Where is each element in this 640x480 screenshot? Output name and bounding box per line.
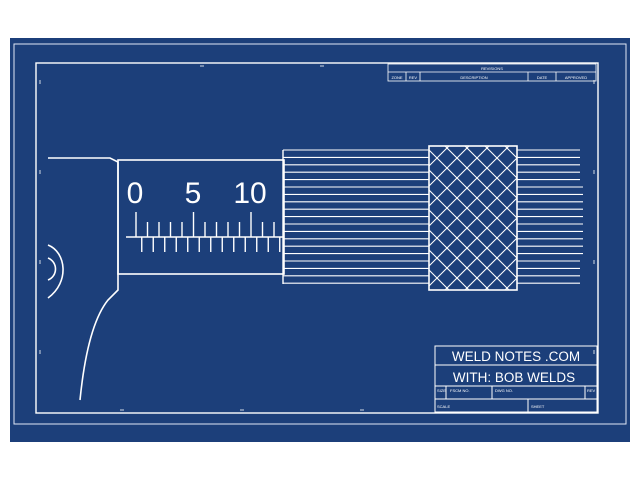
revision-col-zone: ZONE <box>391 75 402 80</box>
revision-col-rev: REV <box>409 75 418 80</box>
knurl-diagonal <box>429 146 490 207</box>
title-block <box>434 345 598 413</box>
knurl-diagonal <box>429 157 517 247</box>
sleeve-number-5: 5 <box>185 177 202 210</box>
title-scale-label: SCALE <box>437 404 450 409</box>
knurl-diagonal <box>464 237 517 290</box>
title-dwg-label: DWG NO. <box>495 388 513 393</box>
zone-ticks <box>39 65 595 411</box>
sleeve-number-0: 0 <box>127 177 144 210</box>
title-line-1: WELD NOTES .COM <box>452 349 580 364</box>
knurl-diagonal <box>429 249 470 290</box>
knurl-diagonal <box>429 146 470 187</box>
sleeve-upper-ticks <box>135 212 275 237</box>
knurl-diagonal <box>429 229 490 290</box>
ratchet-knurl <box>428 145 518 291</box>
revision-col-date: DATE <box>537 75 548 80</box>
sleeve-number-10: 10 <box>233 177 266 210</box>
revision-col-description: DESCRIPTION <box>460 75 487 80</box>
knurl-pattern <box>429 146 517 290</box>
knurl-diagonal <box>464 146 517 199</box>
title-size-label: SIZE <box>437 388 446 393</box>
inner-border <box>35 62 599 414</box>
revision-title: REVISIONS <box>481 66 503 71</box>
knurl-diagonal <box>429 146 510 227</box>
title-rev-label: REV <box>587 388 596 393</box>
knurl-diagonal <box>429 197 517 287</box>
sleeve-lower-ticks <box>141 237 281 252</box>
knurl-diagonal <box>484 257 517 290</box>
revision-col-approved: APPROVED <box>565 75 587 80</box>
revision-block <box>387 63 597 82</box>
blueprint-sheet <box>10 38 630 442</box>
knurl-diagonal <box>444 146 517 219</box>
title-sheet-label: SHEET <box>531 404 545 409</box>
outer-border <box>13 43 627 425</box>
title-line-2: WITH: BOB WELDS <box>453 370 575 385</box>
knurl-diagonal <box>444 217 517 290</box>
title-fscm-label: FSCM NO. <box>450 388 470 393</box>
knurl-diagonal <box>429 177 517 267</box>
knurl-diagonal <box>484 146 517 179</box>
